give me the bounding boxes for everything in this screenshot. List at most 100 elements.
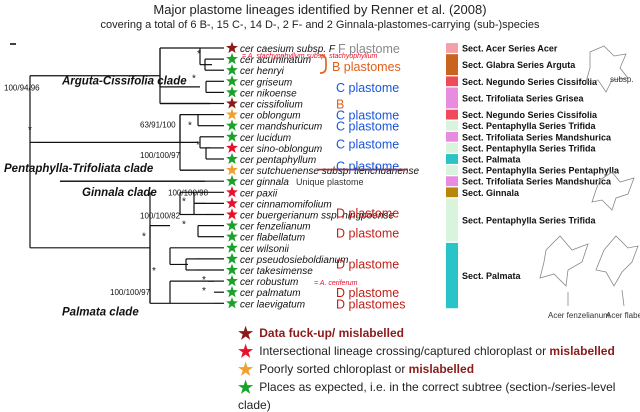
- clade-label: Pentaphylla-Trifoliata clade: [4, 163, 154, 175]
- taxon-name: cer pseudosieboldianum: [240, 255, 348, 266]
- section-label: Sect. Palmata: [462, 155, 522, 165]
- support-asterisk: *: [152, 266, 156, 277]
- figure-subtitle: covering a total of 6 B-, 15 C-, 14 D-, …: [100, 19, 540, 31]
- support-asterisk: *: [202, 286, 206, 297]
- clade-label: Ginnala clade: [82, 187, 157, 199]
- section-color-bar: [446, 187, 458, 198]
- support-value: 63/91/100: [140, 121, 176, 130]
- plastome-label: C plastome: [336, 109, 399, 123]
- section-label: Sect. Ginnala: [462, 188, 520, 198]
- section-label: Sect. Pentaphylla Series Trifida: [462, 143, 597, 153]
- section-label: Sect. Negundo Series Cissifolia: [462, 110, 598, 120]
- taxon-star-icon: [226, 263, 238, 276]
- section-color-bar: [446, 43, 458, 53]
- taxon-name: cer robustum: [240, 277, 298, 288]
- leaf-sketch-icon: [585, 45, 629, 93]
- legend-star-icon: ★: [238, 360, 254, 379]
- plastome-label: D plastome: [336, 286, 399, 300]
- taxon-star-icon: [226, 175, 238, 187]
- taxon-name: cer takesimense: [240, 266, 313, 277]
- annotation-text: = A. stachyophyllum subsp. stachyophyllu…: [242, 53, 378, 60]
- taxon-star-icon: [226, 297, 238, 309]
- taxon-star-icon: [226, 197, 238, 209]
- taxon-name: cer sutchuenense subsp. tienchuanense: [240, 166, 419, 177]
- plastome-label: C plastome: [336, 81, 399, 95]
- taxon-star-icon: [226, 52, 238, 65]
- leaf-label: Acer fenzelianum: [548, 311, 610, 320]
- annotation-text: Unique plastome: [296, 177, 364, 187]
- taxon-name: cer henryi: [240, 66, 285, 77]
- figure-title: Major plastome lineages identified by Re…: [153, 2, 487, 17]
- clade-label: Arguta-Cissifolia clade: [61, 75, 187, 87]
- taxon-star-icon: [226, 108, 238, 120]
- legend-row: ★ Intersectional lineage crossing/capture…: [238, 342, 615, 362]
- legend-row: ★Data fuck-up/ mislabelled: [238, 324, 404, 344]
- taxon-name: cer griseum: [240, 77, 292, 88]
- section-color-bar: [446, 242, 458, 309]
- plastome-label: F plastome: [338, 42, 400, 56]
- support-asterisk: *: [188, 121, 192, 132]
- section-color-bar: [446, 176, 458, 187]
- taxon-star-icon: [226, 119, 238, 131]
- taxon-name: cer buergerianum ssp. ningpoense: [240, 211, 394, 222]
- support-asterisk: *: [182, 196, 186, 207]
- taxon-name: cer sino-oblongum: [240, 144, 322, 155]
- taxon-name: cer laevigatum: [240, 299, 305, 310]
- support-value: 100/100/82: [140, 212, 181, 221]
- section-color-bar: [446, 109, 458, 120]
- plastome-label: C plastome: [336, 160, 399, 174]
- plastome-label: D plastome: [336, 206, 399, 220]
- leaf-sketch-icon: [539, 235, 589, 287]
- legend-star-icon: ★: [238, 378, 254, 397]
- plastome-label: C plastome: [336, 120, 399, 134]
- taxon-name: cer oblongum: [240, 111, 301, 122]
- taxon-name: cer cinnamomifolium: [240, 199, 332, 210]
- taxon-name: cer pentaphyllum: [240, 155, 316, 166]
- taxon-name: cer wilsonii: [240, 244, 290, 255]
- taxon-star-icon: [226, 163, 238, 176]
- section-color-bar: [446, 76, 458, 87]
- plastome-label: C plastome: [336, 137, 399, 151]
- taxon-star-icon: [226, 86, 238, 98]
- legend-text: Poorly sorted chloroplast or: [259, 362, 409, 376]
- section-label: Sect. Trifoliata Series Mandshurica: [462, 177, 612, 187]
- taxon-star-icon: [226, 130, 238, 142]
- legend-row: ★Places as expected, i.e. in the correct…: [238, 378, 640, 412]
- taxon-star-icon: [226, 252, 238, 264]
- section-color-bar: [446, 154, 458, 164]
- legend-text: Places as expected, i.e. in the correct …: [238, 380, 616, 412]
- taxon-star-icon: [226, 75, 238, 87]
- section-label: Sect. Trifoliata Series Mandshurica: [462, 132, 612, 142]
- taxon-name: cer acuminatum: [240, 55, 311, 66]
- taxon-star-icon: [226, 64, 238, 76]
- support-asterisk: *: [182, 220, 186, 231]
- taxon-name: cer nikoense: [240, 88, 297, 99]
- section-label: Sect. Glabra Series Arguta: [462, 60, 576, 70]
- taxon-name: cer ginnala: [240, 177, 289, 188]
- support-value: 100/100/98: [168, 188, 209, 197]
- leaf-sketch-icon: [595, 235, 639, 287]
- taxon-star-icon: [226, 274, 238, 287]
- section-label: Sect. Trifoliata Series Grisea: [462, 93, 585, 103]
- leaf-sketch-icon: [591, 171, 635, 211]
- annotation-text: = A. ceriferum: [314, 280, 358, 287]
- section-label: Sect. Palmata: [462, 271, 522, 281]
- taxon-name: cer palmatum: [240, 288, 301, 299]
- legend-text: Data fuck-up/ mislabelled: [259, 326, 404, 340]
- section-label: Sect. Pentaphylla Series Trifida: [462, 216, 597, 226]
- legend-star-icon: ★: [238, 342, 254, 361]
- taxon-name: cer mandshuricum: [240, 122, 322, 133]
- support-asterisk: *: [192, 73, 196, 84]
- legend-highlight: mislabelled: [408, 362, 475, 376]
- support-value: 100/94/96: [4, 83, 40, 92]
- legend-text: Intersectional lineage crossing/captured…: [259, 344, 550, 358]
- taxon-star-icon: [226, 208, 238, 220]
- leaf-stem: [621, 289, 625, 307]
- section-label: Sect. Pentaphylla Series Pentaphylla: [462, 166, 620, 176]
- taxon-name: cer paxii: [240, 188, 278, 199]
- support-asterisk: *: [196, 140, 200, 151]
- section-color-bar: [446, 54, 458, 76]
- plastome-label: D plastome: [336, 226, 399, 240]
- taxon-star-icon: [226, 41, 238, 54]
